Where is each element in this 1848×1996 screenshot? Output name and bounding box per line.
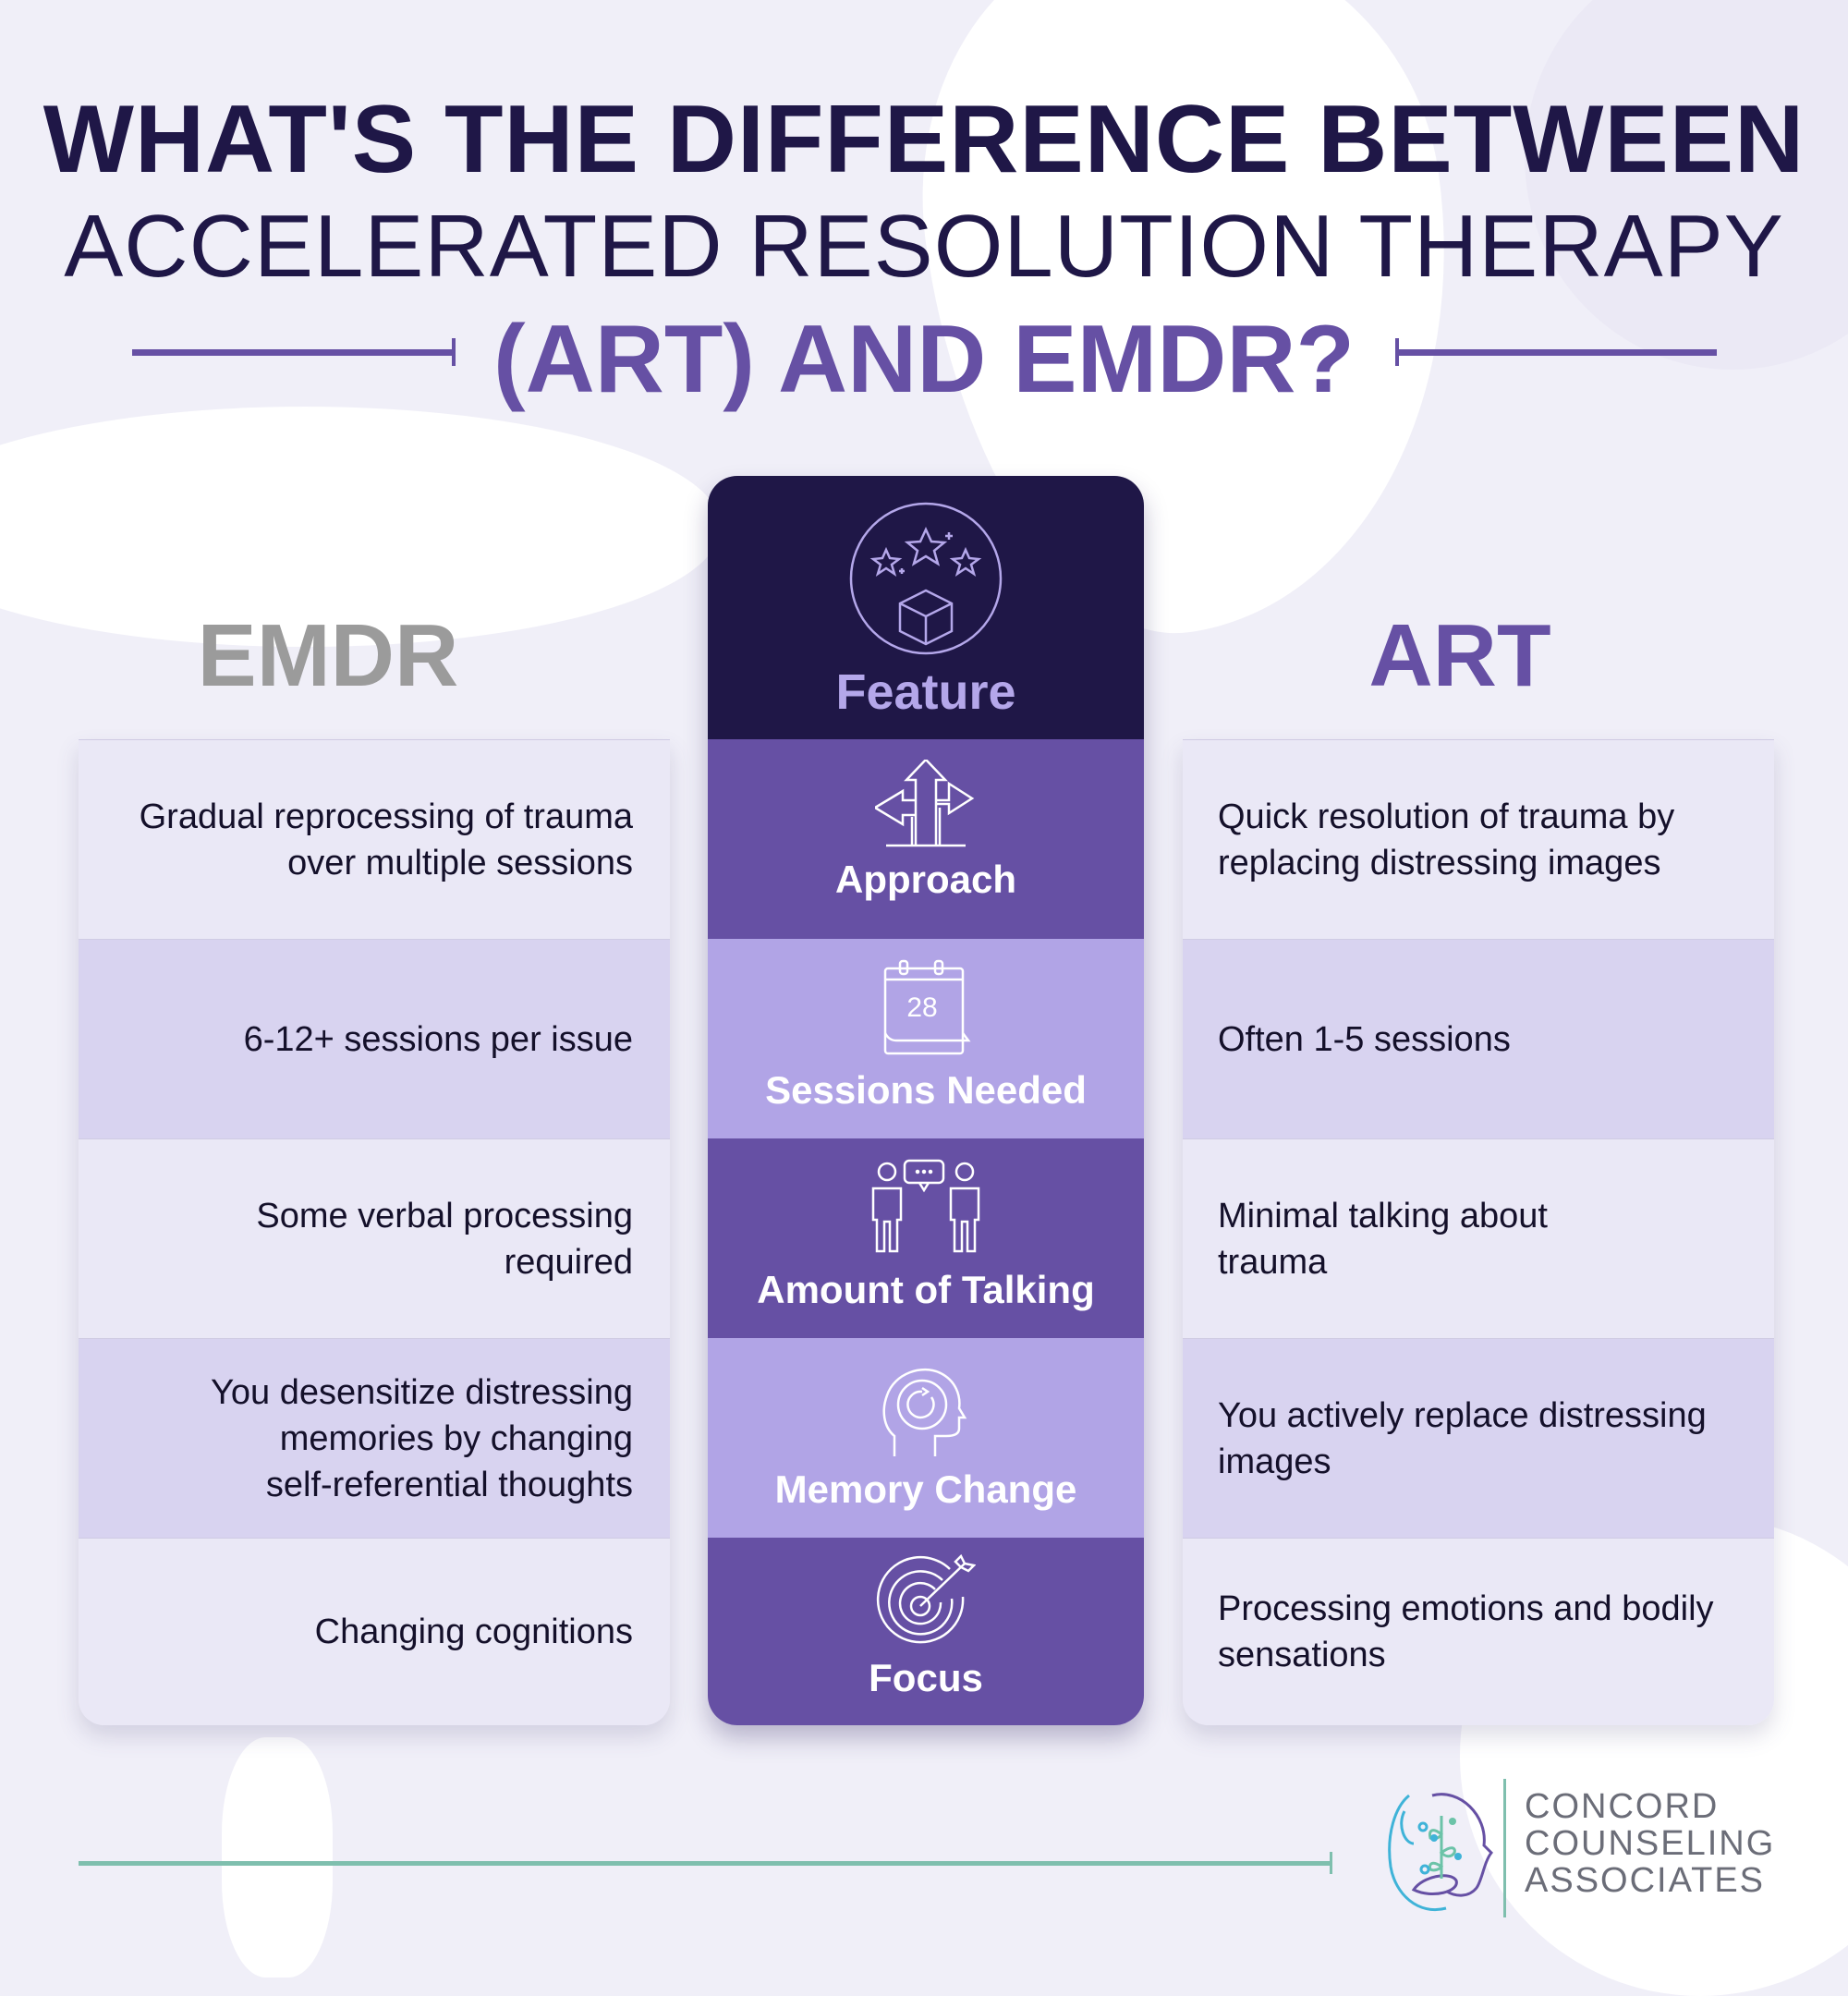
feature-row-sessions: 28 Sessions Needed	[708, 939, 1144, 1138]
emdr-column-title: EMDR	[197, 606, 459, 705]
feature-label: Amount of Talking	[757, 1268, 1095, 1311]
emdr-cell-approach: Gradual reprocessing of trauma over mult…	[79, 739, 670, 939]
art-cell-talking: Minimal talking about trauma	[1183, 1138, 1774, 1338]
feature-row-talking: Amount of Talking	[708, 1138, 1144, 1338]
brand-name-line-3: ASSOCIATES	[1525, 1861, 1766, 1900]
emdr-cell-talking: Some verbal processing required	[79, 1138, 670, 1338]
art-column: Quick resolution of trauma by replacing …	[1183, 739, 1774, 1725]
headline-line-1: WHAT'S THE DIFFERENCE BETWEEN	[43, 86, 1805, 193]
calendar-icon: 28	[883, 959, 971, 1055]
brand-name: CONCORD COUNSELING ASSOCIATES	[1525, 1788, 1775, 1899]
feature-label: Sessions Needed	[765, 1068, 1087, 1112]
headline-rule-right	[1395, 338, 1717, 366]
headline-line-3: (ART) AND EMDR?	[493, 306, 1355, 413]
stars-box-icon	[849, 502, 1003, 655]
art-cell-approach: Quick resolution of trauma by replacing …	[1183, 739, 1774, 939]
headline-line-2: ACCELERATED RESOLUTION THERAPY	[64, 197, 1784, 296]
emdr-column: Gradual reprocessing of trauma over mult…	[79, 739, 670, 1725]
feature-row-approach: Approach	[708, 739, 1144, 939]
logo-divider	[1503, 1779, 1506, 1917]
brand-name-line-2: COUNSELING	[1525, 1824, 1776, 1863]
emdr-cell-focus: Changing cognitions	[79, 1538, 670, 1725]
feature-column: Feature Approach 28 Sessions Needed	[708, 476, 1144, 1725]
headline-rule-left	[132, 338, 456, 366]
head-refresh-icon	[882, 1368, 967, 1456]
feature-header: Feature	[708, 476, 1144, 739]
split-arrows-icon	[875, 760, 975, 847]
svg-text:28: 28	[906, 992, 937, 1023]
emdr-cell-sessions: 6-12+ sessions per issue	[79, 939, 670, 1138]
feature-label: Approach	[834, 858, 1016, 901]
footer-rule	[79, 1852, 1332, 1874]
art-cell-memory: You actively replace distressing images	[1183, 1338, 1774, 1538]
art-cell-sessions: Often 1-5 sessions	[1183, 939, 1774, 1138]
feature-header-label: Feature	[835, 664, 1016, 720]
head-with-plant-logo-icon	[1388, 1793, 1494, 1911]
background-shape	[222, 1737, 333, 1978]
feature-label: Memory Change	[774, 1467, 1077, 1511]
brand-name-line-1: CONCORD	[1525, 1787, 1720, 1826]
two-people-talking-icon	[871, 1159, 980, 1253]
art-cell-focus: Processing emotions and bodily sensation…	[1183, 1538, 1774, 1725]
target-arrow-icon	[876, 1554, 976, 1644]
feature-label: Focus	[869, 1656, 983, 1699]
emdr-cell-memory: You desensitize distressing memories by …	[79, 1338, 670, 1538]
feature-row-memory: Memory Change	[708, 1338, 1144, 1538]
brand-logo: CONCORD COUNSELING ASSOCIATES	[1368, 1779, 1830, 1927]
art-column-title: ART	[1368, 606, 1551, 705]
background-shape	[0, 407, 721, 647]
feature-row-focus: Focus	[708, 1538, 1144, 1725]
